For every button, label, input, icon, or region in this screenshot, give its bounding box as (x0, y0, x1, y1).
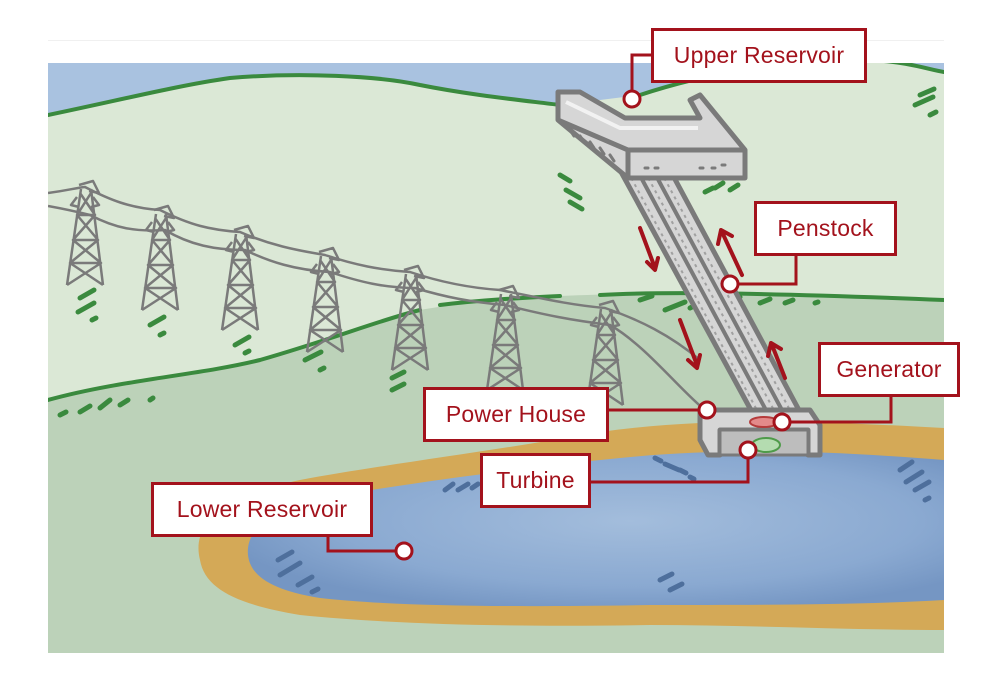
label-anchor-dots (394, 89, 792, 561)
penstock-anchor (720, 274, 740, 294)
label-upper-reservoir: Upper Reservoir (651, 28, 867, 83)
transmission-tower (220, 224, 260, 332)
upper-reservoir-dam (555, 89, 748, 181)
label-penstock: Penstock (754, 201, 897, 256)
flow-arrows (638, 226, 787, 380)
generator-anchor (772, 412, 792, 432)
arrow-up-icon (766, 341, 787, 380)
transmission-tower (485, 284, 525, 392)
upper-reservoir-anchor (622, 89, 642, 109)
lower-reservoir-anchor (394, 541, 414, 561)
arrow-up-icon (716, 228, 744, 277)
power-house-building (697, 407, 823, 458)
turbine-anchor (738, 440, 758, 460)
transmission-towers (65, 179, 625, 407)
water-ripples (275, 455, 932, 595)
label-lower-reservoir: Lower Reservoir (151, 482, 373, 537)
lower-reservoir-water (247, 451, 944, 607)
label-generator: Generator (818, 342, 960, 397)
grass-marks (57, 86, 939, 428)
transmission-tower (390, 264, 430, 372)
power-house-anchor (697, 400, 717, 420)
transmission-tower (65, 179, 105, 287)
transmission-tower (585, 299, 625, 407)
label-turbine: Turbine (480, 453, 591, 508)
arrow-down-icon (638, 226, 660, 272)
arrow-down-icon (678, 318, 702, 370)
label-power-house: Power House (423, 387, 609, 442)
transmission-tower (140, 204, 180, 312)
transmission-tower (305, 246, 345, 354)
top-divider (48, 40, 944, 41)
